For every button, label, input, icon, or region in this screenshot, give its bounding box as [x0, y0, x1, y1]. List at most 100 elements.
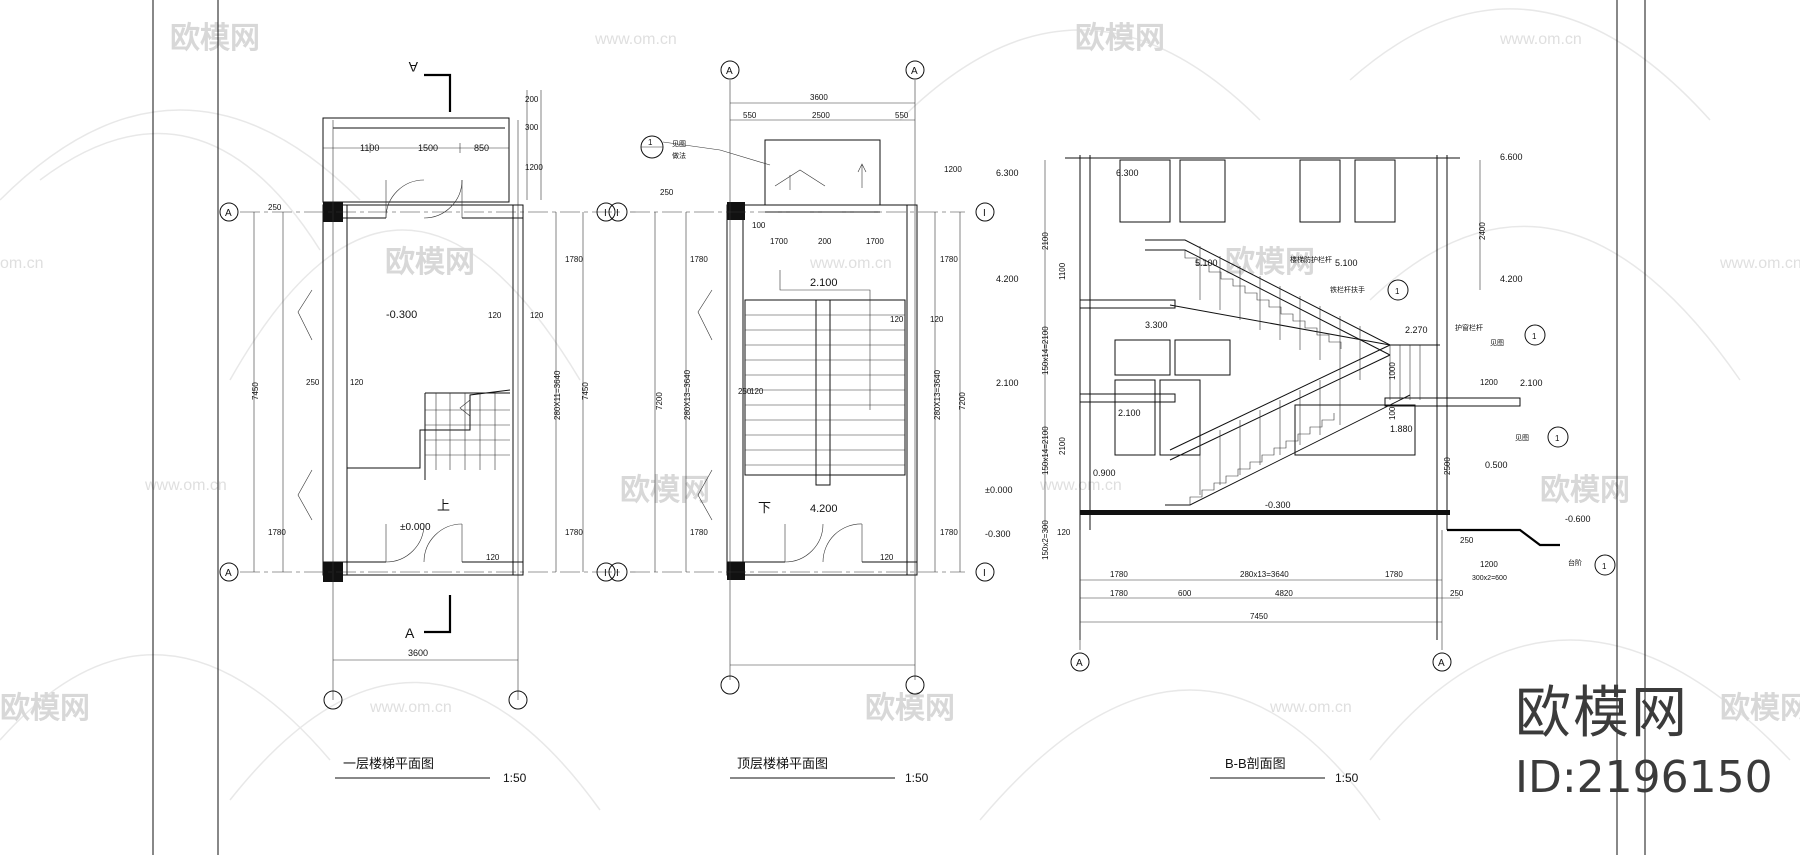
- annotation-note: 台阶: [1568, 558, 1582, 567]
- annotation-note: 见图: [1490, 339, 1504, 347]
- dim-text: 3600: [810, 93, 828, 102]
- elevation-text: 5.100: [1335, 258, 1358, 268]
- dim-text: 120: [750, 387, 764, 396]
- dim-text: 1000: [1388, 362, 1397, 380]
- elevation-text: -0.300: [985, 529, 1011, 539]
- elevation-text: 2.100: [810, 277, 838, 289]
- watermark-brand: 欧模网: [1075, 22, 1165, 55]
- drawing-title: 顶层楼梯平面图: [737, 756, 828, 771]
- watermark-brand: 欧模网: [620, 474, 710, 507]
- dim-text: 1700: [866, 237, 884, 246]
- dim-text: 200: [818, 237, 832, 246]
- elevation-text: ±0.000: [985, 485, 1012, 495]
- dim-text: 1200: [525, 163, 543, 172]
- dim-text: 850: [474, 143, 489, 153]
- dim-text: 1100: [360, 143, 379, 153]
- section-b-b: 1780 280x13=3640 1780 1780 600 4820 250 …: [985, 152, 1616, 672]
- dim-text: 150x2=300: [1041, 520, 1050, 560]
- dim-text: 7200: [655, 392, 664, 410]
- watermark-brand: 欧模网: [170, 22, 260, 55]
- elevation-text: 2.270: [1405, 325, 1428, 335]
- annotation-note: 见图: [1515, 434, 1529, 442]
- dim-text: 120: [488, 311, 502, 320]
- dim-text: 280x13=3640: [1240, 570, 1289, 579]
- dim-text: 250: [738, 387, 752, 396]
- dim-text: 600: [1178, 589, 1192, 598]
- elevation-text: 2.100: [996, 378, 1019, 388]
- axis-label: I: [983, 208, 986, 219]
- axis-label: I: [616, 568, 619, 579]
- dim-text: 1780: [1110, 570, 1128, 579]
- dim-text: 120: [890, 315, 904, 324]
- dim-text: 7450: [251, 382, 260, 400]
- watermark-id: ID:2196150: [1515, 752, 1773, 803]
- watermark-site: om.cn: [0, 255, 44, 272]
- dim-text: 1780: [565, 255, 583, 264]
- drawing-scale: 1:50: [503, 771, 527, 785]
- axis-label: A: [911, 66, 918, 77]
- drawing-title: 一层楼梯平面图: [343, 756, 434, 771]
- elevation-text: 0.900: [1093, 468, 1116, 478]
- dim-text: 2500: [1443, 457, 1452, 475]
- dim-text: 1780: [690, 255, 708, 264]
- annotation-note: 铁栏杆扶手: [1330, 285, 1365, 294]
- plan-top-floor: 3600 550 2500 550 1700 200 1700 100 1200…: [608, 60, 995, 695]
- dim-text: 4820: [1275, 589, 1293, 598]
- elevation-text: -0.600: [1565, 514, 1591, 524]
- dim-text: 2500: [812, 111, 830, 120]
- watermark-brand: 欧模网: [1540, 474, 1630, 507]
- axis-label: I: [983, 568, 986, 579]
- dim-text: 200: [525, 95, 539, 104]
- dim-text: 250: [660, 188, 674, 197]
- detail-ref-number: 1: [1602, 562, 1607, 571]
- dim-text: 1780: [940, 528, 958, 537]
- dim-text: 250: [1450, 589, 1464, 598]
- watermark-brand: 欧模网: [1720, 692, 1800, 725]
- axis-label: A: [1076, 658, 1083, 669]
- dim-text: 120: [530, 311, 544, 320]
- annotation-note: 护窗栏杆: [1455, 323, 1483, 332]
- dim-text: 2100: [1041, 232, 1050, 250]
- dim-text: 150x14=2100: [1041, 326, 1050, 375]
- dim-text: 1700: [770, 237, 788, 246]
- dim-text: 280X13=3640: [683, 369, 692, 420]
- drawing-title: B-B剖面图: [1225, 756, 1286, 771]
- watermark-site: www.om.cn: [144, 477, 227, 494]
- dim-text: 250: [268, 203, 282, 212]
- sheet-frame: [152, 0, 1646, 855]
- watermark-site: www.om.cn: [1269, 699, 1352, 716]
- elevation-text: 2.100: [1118, 408, 1141, 418]
- section-mark-label: A: [408, 59, 418, 75]
- dim-text: 1200: [1480, 560, 1498, 569]
- stair-direction-text: 上: [437, 498, 450, 513]
- dim-text: 550: [743, 111, 757, 120]
- section-mark-label: A: [405, 625, 415, 641]
- dim-text: 1100: [1058, 262, 1067, 280]
- dim-text: 120: [350, 378, 364, 387]
- elevation-text: 0.500: [1485, 460, 1508, 470]
- dim-text: 120: [486, 553, 500, 562]
- dim-text: 1780: [690, 528, 708, 537]
- dim-text: 120: [930, 315, 944, 324]
- dim-text: 150x14=2100: [1041, 426, 1050, 475]
- axis-label: I: [616, 208, 619, 219]
- dim-text: 250: [1460, 536, 1474, 545]
- dim-text: 1780: [1385, 570, 1403, 579]
- axis-label: A: [225, 208, 232, 219]
- elevation-text: 6.300: [1116, 168, 1139, 178]
- watermark-site: www.om.cn: [1719, 255, 1800, 272]
- dim-text: 120: [880, 553, 894, 562]
- watermark-site: www.om.cn: [1499, 31, 1582, 48]
- detail-ref-note: 见图: [672, 140, 686, 148]
- dim-text: 7450: [581, 382, 590, 400]
- detail-ref-number: 1: [1532, 332, 1537, 341]
- elevation-text: ±0.000: [400, 522, 431, 533]
- axis-label: A: [1438, 658, 1445, 669]
- elevation-text: 5.100: [1195, 258, 1218, 268]
- elevation-text: 6.600: [1500, 152, 1523, 162]
- watermark-logo-text: 欧模网: [1515, 681, 1689, 746]
- watermark-site: www.om.cn: [369, 699, 452, 716]
- drawing-scale: 1:50: [1335, 771, 1359, 785]
- watermark-brand: 欧模网: [865, 692, 955, 725]
